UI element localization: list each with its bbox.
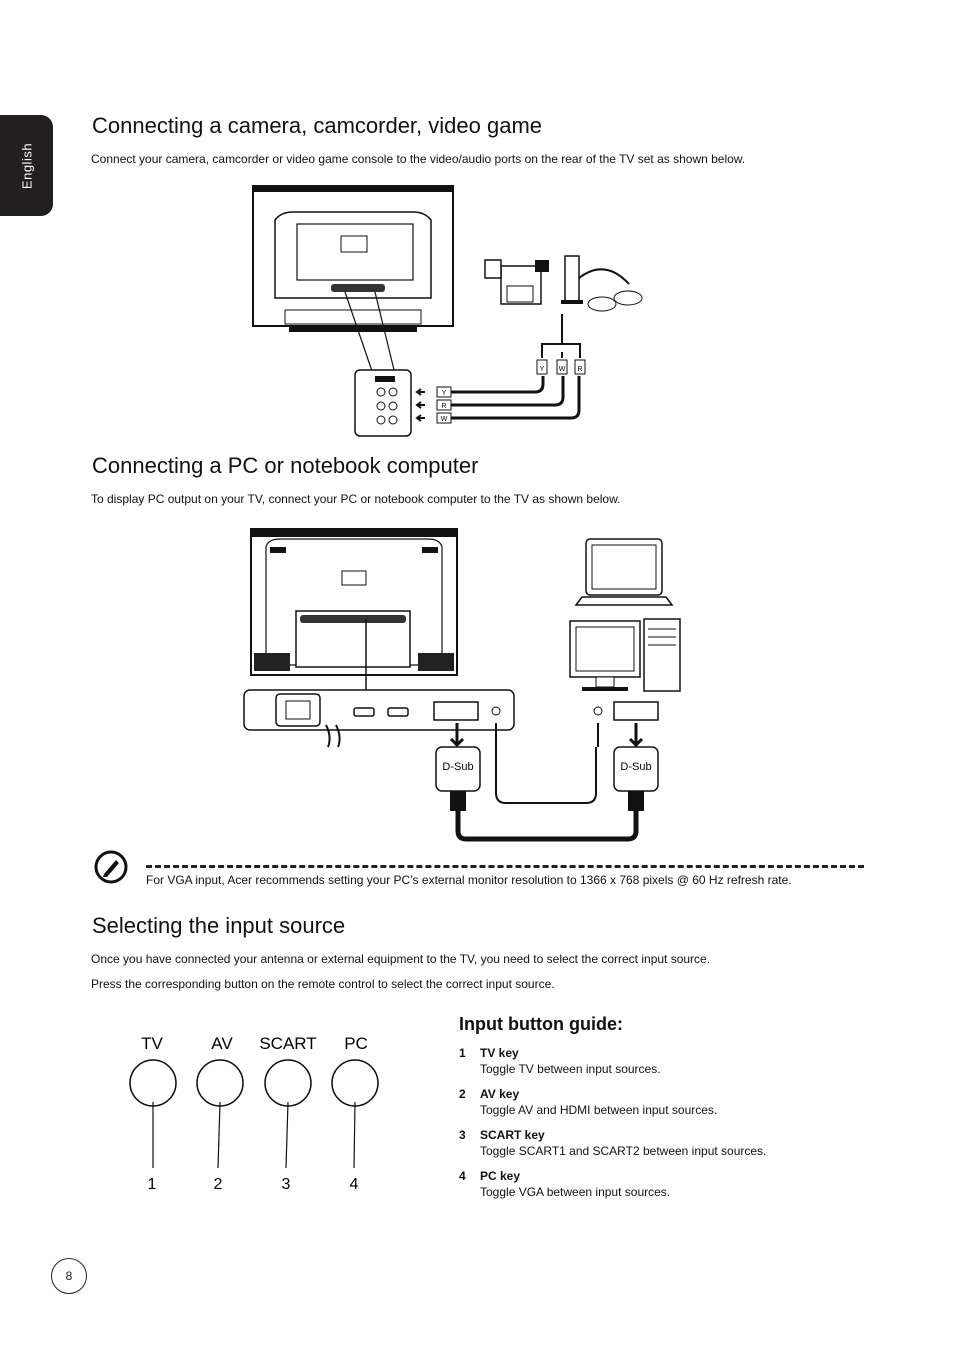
guide-item-number: 3 [459, 1128, 466, 1142]
remote-buttons-diagram: TV 1 AV 2 SCART 3 PC 4 [129, 1034, 379, 1193]
section-body-camera: Connect your camera, camcorder or video … [91, 152, 746, 166]
guide-item-desc: Toggle VGA between input sources. [480, 1185, 671, 1199]
guide-item-desc: Toggle TV between input sources. [480, 1062, 661, 1076]
section-body-input-2: Press the corresponding button on the re… [91, 977, 555, 991]
remote-button-number-4: 4 [350, 1176, 359, 1193]
remote-button-av: AV 2 [196, 1034, 244, 1193]
section-body-pc: To display PC output on your TV, connect… [91, 492, 621, 506]
guide-item-desc: Toggle AV and HDMI between input sources… [480, 1103, 718, 1117]
remote-button-label-tv: TV [141, 1034, 163, 1053]
page-number: 8 [51, 1258, 87, 1294]
camera-connection-diagram: Y R W Y W R [252, 185, 643, 437]
dsub-left-label: D-Sub [442, 761, 473, 773]
section-body-input-1: Once you have connected your antenna or … [91, 952, 711, 966]
input-guide-title: Input button guide: [459, 1014, 623, 1034]
plug-label-w: W [441, 416, 448, 423]
guide-item-number: 4 [459, 1169, 466, 1183]
plug-label-y: Y [442, 390, 447, 397]
rca-label-w: W [559, 366, 566, 373]
guide-item-key: AV key [480, 1087, 520, 1101]
remote-button-label-av: AV [211, 1034, 233, 1053]
remote-button-number-1: 1 [148, 1176, 157, 1193]
note-text: For VGA input, Acer recommends setting y… [146, 873, 792, 887]
rca-label-y: Y [540, 366, 545, 373]
plug-label-r: R [441, 403, 446, 410]
rca-label-r: R [577, 366, 582, 373]
remote-button-scart: SCART 3 [259, 1034, 316, 1193]
guide-item-key: TV key [480, 1046, 519, 1060]
remote-button-label-pc: PC [344, 1034, 368, 1053]
remote-button-label-scart: SCART [259, 1034, 316, 1053]
section-title-camera: Connecting a camera, camcorder, video ga… [92, 113, 543, 138]
pc-connection-diagram: D-Sub D-Sub [243, 528, 681, 842]
section-title-input: Selecting the input source [92, 913, 346, 938]
remote-button-tv: TV 1 [129, 1034, 177, 1193]
guide-item-key: SCART key [480, 1128, 545, 1142]
guide-item-desc: Toggle SCART1 and SCART2 between input s… [480, 1144, 767, 1158]
note-icon [94, 850, 128, 884]
language-label: English [19, 142, 34, 189]
remote-button-number-3: 3 [282, 1176, 291, 1193]
section-title-pc: Connecting a PC or notebook computer [92, 453, 479, 478]
guide-item-number: 2 [459, 1087, 466, 1101]
note-divider [146, 865, 864, 868]
remote-button-pc: PC 4 [331, 1034, 379, 1193]
guide-item-number: 1 [459, 1046, 466, 1060]
remote-button-number-2: 2 [214, 1176, 223, 1193]
dsub-right-label: D-Sub [620, 761, 651, 773]
guide-item-key: PC key [480, 1169, 521, 1183]
language-tab: English [0, 115, 53, 216]
